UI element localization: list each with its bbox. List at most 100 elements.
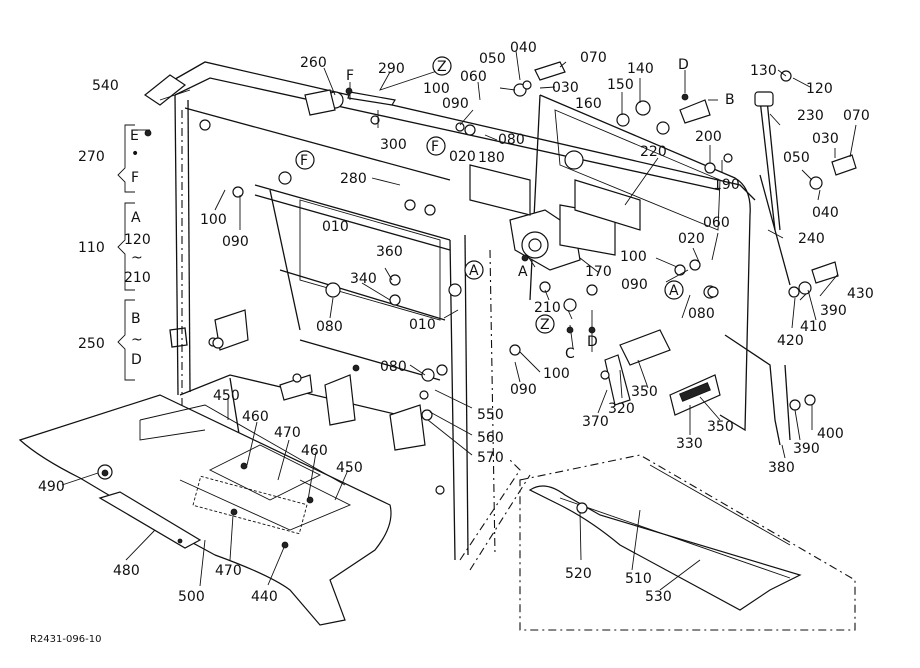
callout-530: 530 xyxy=(645,589,672,605)
callout-520: 520 xyxy=(565,566,592,582)
callout-460-b: 460 xyxy=(301,443,328,459)
dot-markers xyxy=(101,87,689,549)
group-110-entry-tilde: ~ xyxy=(131,250,143,266)
callout-510: 510 xyxy=(625,571,652,587)
callout-330: 330 xyxy=(676,436,703,452)
callout-160: 160 xyxy=(575,96,602,112)
callout-b-1: B xyxy=(725,92,735,108)
callout-d-2: D xyxy=(587,334,598,350)
callout-090-a: 090 xyxy=(442,96,469,112)
callout-460-a: 460 xyxy=(242,409,269,425)
group-110-entry-a: A xyxy=(131,210,141,226)
fender-panel xyxy=(519,454,856,631)
callout-z-2: Z xyxy=(540,317,550,333)
callout-080-b: 080 xyxy=(316,319,343,335)
marker-a3-circle xyxy=(664,280,684,300)
callout-170: 170 xyxy=(585,264,612,280)
circled-markers xyxy=(295,56,684,334)
callout-f-1: F xyxy=(346,68,354,84)
callout-100-a: 100 xyxy=(423,81,450,97)
callout-140: 140 xyxy=(627,61,654,77)
floor-plate xyxy=(18,394,392,626)
marker-z2-circle xyxy=(535,314,555,334)
callout-380: 380 xyxy=(768,460,795,476)
callout-010-a: 010 xyxy=(322,219,349,235)
callout-180: 180 xyxy=(478,150,505,166)
group-110-entry-120: 120 xyxy=(124,232,151,248)
callout-f-2: F xyxy=(431,139,439,155)
callout-410: 410 xyxy=(800,319,827,335)
group-brackets xyxy=(117,124,135,381)
callout-labels: 260 290 Z F 050 040 070 060 030 100 090 … xyxy=(38,40,874,605)
callout-190: 190 xyxy=(713,177,740,193)
mat-480 xyxy=(98,491,202,549)
group-270: 270 xyxy=(78,149,105,165)
callout-a-3: A xyxy=(669,283,679,299)
callout-040-a: 040 xyxy=(510,40,537,56)
callout-f-3: F xyxy=(300,153,308,169)
group-270-entry-dot: • xyxy=(131,146,139,162)
callout-a-2: A xyxy=(469,263,479,279)
callout-420: 420 xyxy=(777,333,804,349)
group-250-entry-b: B xyxy=(131,311,141,327)
callout-220: 220 xyxy=(640,144,667,160)
callout-290: 290 xyxy=(378,61,405,77)
callout-090-b: 090 xyxy=(222,234,249,250)
callout-570: 570 xyxy=(477,450,504,466)
callout-070-a: 070 xyxy=(580,50,607,66)
group-250-entry-tilde: ~ xyxy=(131,332,143,348)
group-110: 110 xyxy=(78,240,105,256)
group-250: 250 xyxy=(78,336,105,352)
group-540: 540 xyxy=(92,78,119,94)
callout-040-b: 040 xyxy=(812,205,839,221)
wiper-assembly xyxy=(754,91,791,286)
callout-450-a: 450 xyxy=(213,388,240,404)
callout-260: 260 xyxy=(300,55,327,71)
hinge-assembly xyxy=(604,329,721,416)
callout-100-b: 100 xyxy=(200,212,227,228)
callout-280: 280 xyxy=(340,171,367,187)
callout-400: 400 xyxy=(817,426,844,442)
callout-490: 490 xyxy=(38,479,65,495)
callout-440: 440 xyxy=(251,589,278,605)
callout-500: 500 xyxy=(178,589,205,605)
marker-a2-circle xyxy=(464,260,484,280)
callout-470-a: 470 xyxy=(274,425,301,441)
callout-230: 230 xyxy=(797,108,824,124)
callout-130: 130 xyxy=(750,63,777,79)
callout-020-b: 020 xyxy=(678,231,705,247)
callout-080-a: 080 xyxy=(498,132,525,148)
callout-090-c: 090 xyxy=(621,277,648,293)
reference-code: R2431-096-10 xyxy=(30,634,101,645)
callout-090-d: 090 xyxy=(510,382,537,398)
callout-d-1: D xyxy=(678,57,689,73)
callout-120: 120 xyxy=(806,81,833,97)
callout-080-c: 080 xyxy=(688,306,715,322)
callout-080-d: 080 xyxy=(380,359,407,375)
callout-z-1: Z xyxy=(437,59,447,75)
wiper-motor xyxy=(469,164,641,271)
marker-f2-circle xyxy=(426,136,446,156)
callout-480: 480 xyxy=(113,563,140,579)
callout-c-1: C xyxy=(565,346,575,362)
callout-030-a: 030 xyxy=(552,80,579,96)
callout-240: 240 xyxy=(798,231,825,247)
callout-060-a: 060 xyxy=(460,69,487,85)
cab-frame xyxy=(169,61,791,571)
callout-100-d: 100 xyxy=(543,366,570,382)
callout-390-b: 390 xyxy=(793,441,820,457)
marker-z1-circle xyxy=(432,56,452,76)
callout-450-b: 450 xyxy=(336,460,363,476)
callout-a-1: A xyxy=(518,264,528,280)
callout-210: 210 xyxy=(534,300,561,316)
lower-brackets xyxy=(214,309,426,451)
callout-390-a: 390 xyxy=(820,303,847,319)
callout-070-b: 070 xyxy=(843,108,870,124)
callout-340: 340 xyxy=(350,271,377,287)
callout-560: 560 xyxy=(477,430,504,446)
group-250-entry-d: D xyxy=(131,352,142,368)
callout-200: 200 xyxy=(695,129,722,145)
callout-430: 430 xyxy=(847,286,874,302)
callout-370: 370 xyxy=(582,414,609,430)
